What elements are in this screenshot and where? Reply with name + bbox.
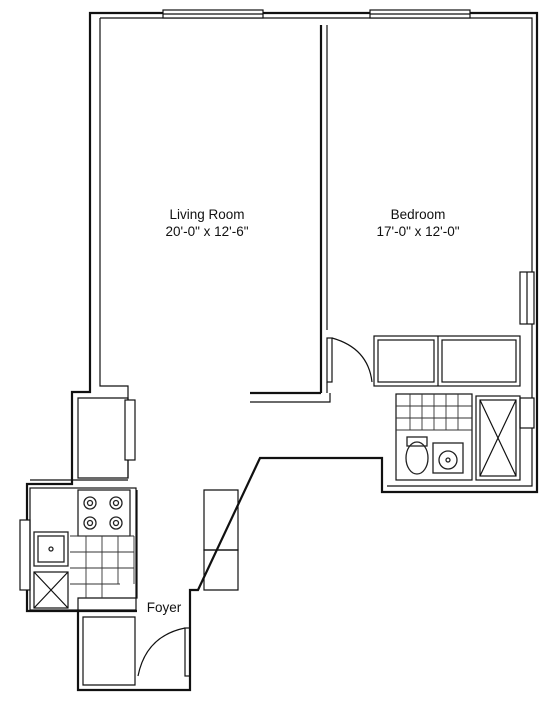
doors	[137, 337, 373, 677]
bedroom-size: 17'-0" x 12'-0"	[376, 224, 459, 239]
living-room-label: Living Room	[169, 207, 244, 222]
kitchen	[29, 487, 137, 611]
living-room-size: 20'-0" x 12'-6"	[165, 224, 248, 239]
windows	[19, 9, 535, 591]
foyer-label: Foyer	[147, 600, 182, 615]
bedroom-label: Bedroom	[391, 207, 446, 222]
outer-walls	[25, 11, 539, 692]
bedroom-closets	[373, 335, 521, 387]
bathroom	[395, 393, 521, 481]
